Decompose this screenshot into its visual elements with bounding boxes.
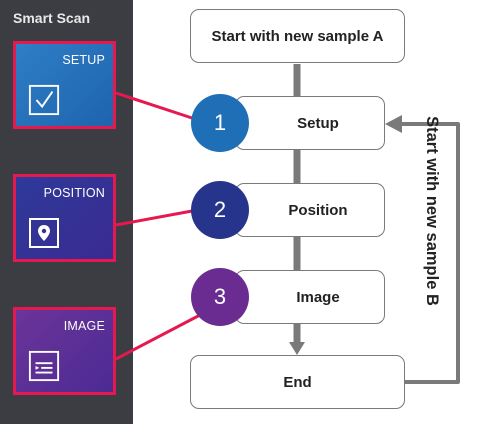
step-setup-box: Setup — [235, 96, 385, 150]
step-2-badge: 2 — [191, 181, 249, 239]
step-2-number: 2 — [213, 197, 227, 222]
step-position-label: Position — [288, 201, 348, 219]
connector-setup — [115, 91, 193, 120]
location-pin-icon — [28, 217, 60, 249]
step-3-badge: 3 — [191, 268, 249, 326]
position-tile-label: POSITION — [43, 186, 105, 200]
end-box: End — [190, 355, 405, 409]
end-label: End — [283, 373, 312, 391]
step-image-label: Image — [296, 288, 340, 306]
step-image-box: Image — [235, 270, 385, 324]
setup-tile[interactable]: SETUP — [13, 41, 116, 129]
step-setup-label: Setup — [297, 114, 339, 132]
image-tile-label: IMAGE — [63, 319, 105, 333]
arrowhead-to-end — [289, 342, 305, 355]
loop-arrow — [400, 122, 460, 384]
position-tile[interactable]: POSITION — [13, 174, 116, 262]
loop-arrowhead — [385, 115, 402, 133]
image-panel-icon — [28, 350, 60, 382]
step-1-number: 1 — [213, 110, 227, 135]
image-tile[interactable]: IMAGE — [13, 307, 116, 395]
connector-position — [115, 209, 193, 227]
step-position-box: Position — [235, 183, 385, 237]
loop-label: Start with new sample B — [423, 116, 441, 306]
connector-image — [115, 313, 201, 361]
start-sample-a-label: Start with new sample A — [211, 27, 384, 45]
checkmark-box-icon — [28, 84, 60, 116]
start-sample-a-box: Start with new sample A — [190, 9, 405, 63]
step-1-badge: 1 — [191, 94, 249, 152]
step-3-number: 3 — [213, 284, 227, 309]
setup-tile-label: SETUP — [62, 53, 105, 67]
sidebar-title: Smart Scan — [13, 10, 91, 26]
